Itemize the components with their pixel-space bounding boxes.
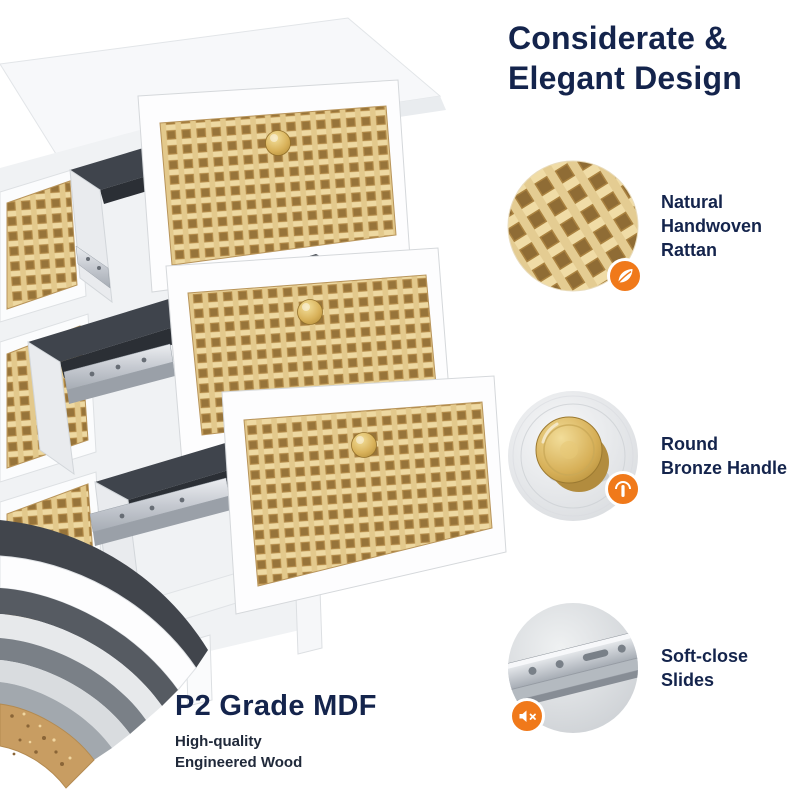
handle-swatch	[507, 390, 641, 522]
drawer-knob	[297, 299, 323, 325]
feature-rattan: Natural Handwoven Rattan	[507, 160, 763, 294]
open-drawer-top	[69, 79, 411, 304]
material-title: P2 Grade MDF	[175, 690, 377, 722]
open-drawer-bottom	[89, 375, 507, 616]
page-title: Considerate & Elegant Design	[508, 18, 742, 98]
feature-handle: Round Bronze Handle	[507, 390, 787, 522]
drawer-knob	[265, 130, 291, 156]
page-title-line2: Elegant Design	[508, 60, 742, 96]
rattan-swatch-image	[507, 160, 639, 292]
page-title-line1: Considerate &	[508, 20, 728, 56]
feature-handle-label: Round Bronze Handle	[661, 434, 788, 478]
touch-gesture-icon	[605, 471, 641, 507]
drawer-slide-image	[508, 603, 638, 733]
leaf-icon	[607, 258, 643, 294]
drawer-knob	[351, 432, 377, 458]
rattan-swatch	[507, 160, 643, 294]
speaker-mute-icon	[509, 698, 545, 734]
feature-slides-label: Soft-close Slides	[661, 646, 749, 690]
material-subtitle: High-quality Engineered Wood	[175, 733, 303, 771]
slide-swatch	[507, 602, 639, 734]
feature-rattan-label: Natural Handwoven Rattan	[661, 192, 763, 260]
dresser-illustration	[0, 17, 507, 789]
material-callout: P2 Grade MDF High-quality Engineered Woo…	[175, 690, 377, 773]
feature-slides: Soft-close Slides	[507, 602, 748, 734]
mdf-layers	[0, 520, 208, 789]
